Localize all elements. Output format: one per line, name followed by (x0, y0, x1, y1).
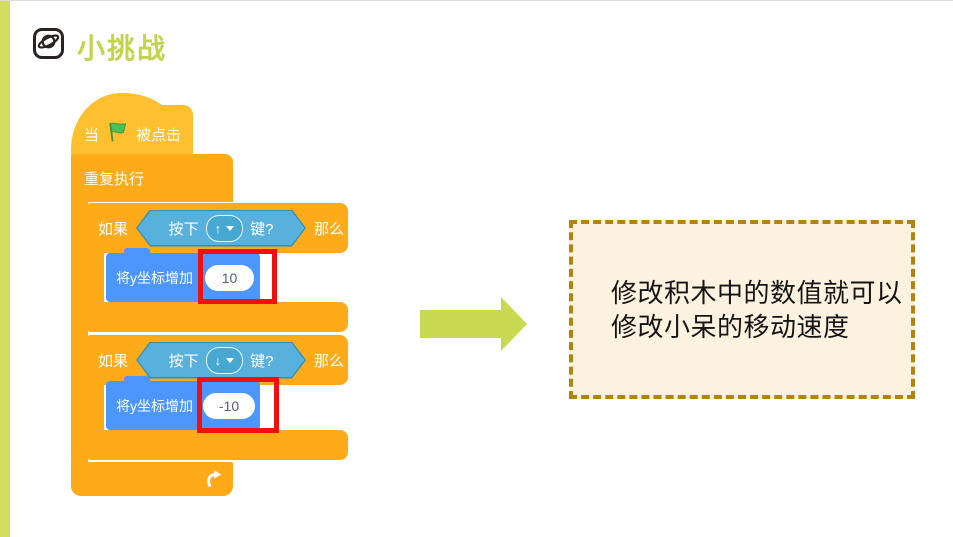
if-label: 如果 (98, 220, 129, 238)
pressed-prefix: 按下 (168, 220, 199, 238)
hat-label-prefix: 当 (84, 126, 100, 144)
change-y-block-down[interactable]: 将y坐标增加 -10 (106, 376, 260, 430)
loop-arrow-icon (205, 470, 226, 493)
green-flag-icon (106, 122, 129, 146)
highlight-box-down (197, 377, 279, 433)
callout-line-1: 修改积木中的数值就可以 (611, 277, 903, 308)
dropdown-arrow-icon (226, 358, 234, 363)
y-change-value-input-down[interactable]: -10 (203, 393, 255, 419)
if-left-column-down (88, 385, 104, 431)
if-top-bar-down[interactable]: 如果 按下 ↓ 键? 那么 (88, 335, 348, 385)
change-y-label: 将y坐标增加 (116, 397, 193, 414)
key-dropdown-up-value: ↑ (214, 220, 222, 236)
page-title: 小挑战 (77, 33, 168, 64)
forever-bottom-bar (71, 462, 233, 496)
key-suffix: 键? (250, 352, 274, 370)
if-label: 如果 (98, 352, 129, 370)
callout-box: 修改积木中的数值就可以 修改小呆的移动速度 (569, 220, 915, 399)
key-pressed-condition-down-inner: 按下 ↓ 键? (138, 343, 305, 377)
key-pressed-condition-up-inner: 按下 ↑ 键? (138, 211, 305, 245)
forever-top-bar[interactable]: 重复执行 (71, 154, 233, 202)
change-y-label: 将y坐标增加 (116, 269, 193, 286)
flow-arrow-shaft (420, 310, 501, 338)
callout-line-2: 修改小呆的移动速度 (611, 311, 850, 342)
highlight-box-up (198, 249, 277, 304)
dropdown-arrow-icon (226, 226, 234, 231)
key-pressed-condition-down[interactable]: 按下 ↓ 键? (136, 342, 306, 379)
key-dropdown-down[interactable]: ↓ (206, 347, 244, 374)
hat-label-row: 当 被点击 (84, 117, 181, 151)
change-y-block-up[interactable]: 将y坐标增加 10 (106, 248, 260, 302)
hat-label-suffix: 被点击 (136, 126, 182, 144)
forever-label: 重复执行 (84, 170, 145, 188)
if-bottom-bar-down (88, 430, 348, 460)
forever-left-column (71, 201, 88, 463)
if-top-bar-up[interactable]: 如果 按下 ↑ 键? 那么 (88, 203, 348, 253)
flow-arrow-head (501, 297, 527, 351)
left-accent-bar (0, 1, 10, 537)
planet-icon (36, 29, 61, 59)
y-change-value-input-up[interactable]: 10 (205, 265, 254, 291)
key-suffix: 键? (250, 220, 274, 238)
pressed-prefix: 按下 (168, 352, 199, 370)
if-bottom-bar-up (88, 302, 348, 332)
hat-step (162, 105, 193, 155)
if-left-column-up (88, 253, 104, 303)
key-pressed-condition-up[interactable]: 按下 ↑ 键? (136, 210, 306, 247)
then-label: 那么 (314, 220, 345, 238)
then-label: 那么 (314, 352, 345, 370)
challenge-icon-box (33, 28, 64, 59)
key-dropdown-down-value: ↓ (214, 352, 222, 368)
key-dropdown-up[interactable]: ↑ (206, 215, 244, 242)
